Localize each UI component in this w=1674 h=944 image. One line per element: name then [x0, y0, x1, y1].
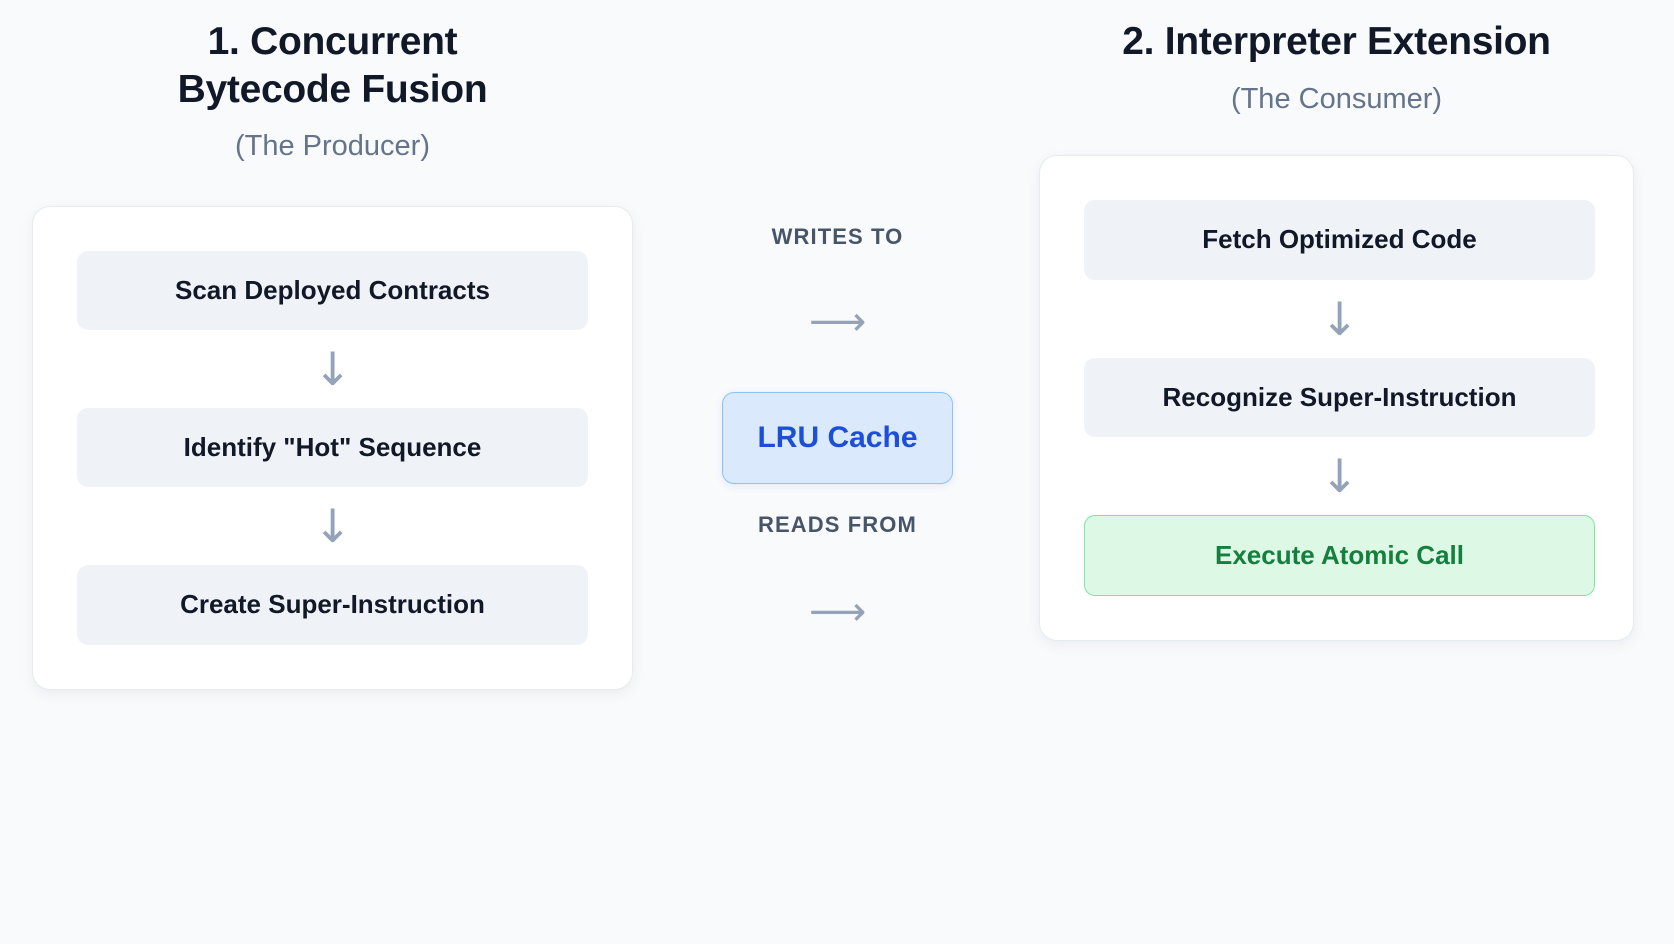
producer-heading: 1. Concurrent Bytecode Fusion	[177, 20, 488, 111]
producer-subtitle: (The Producer)	[234, 130, 430, 163]
consumer-step-3-execute: Execute Atomic Call	[1084, 514, 1595, 596]
down-arrow-icon: ↓	[1320, 291, 1359, 346]
right-arrow-icon: ⟶	[808, 299, 867, 345]
down-arrow-icon: ↓	[1320, 448, 1359, 503]
consumer-subtitle: (The Consumer)	[1230, 82, 1443, 115]
producer-step-3: Create Super-Instruction	[77, 565, 588, 645]
lru-cache-node: LRU Cache	[722, 392, 953, 484]
producer-step-1: Scan Deployed Contracts	[77, 250, 588, 331]
consumer-step-2: Recognize Super-Instruction	[1084, 357, 1595, 437]
consumer-heading: 2. Interpreter Extension	[1122, 20, 1551, 63]
reads-from-label: READS FROM	[758, 512, 917, 537]
consumer-card: Fetch Optimized Code ↓ Recognize Super-I…	[1039, 155, 1634, 641]
producer-card: Scan Deployed Contracts ↓ Identify "Hot"…	[32, 205, 633, 690]
right-arrow-icon: ⟶	[808, 589, 867, 635]
consumer-step-1: Fetch Optimized Code	[1084, 200, 1595, 280]
producer-column: 1. Concurrent Bytecode Fusion (The Produ…	[0, 0, 665, 690]
down-arrow-icon: ↓	[313, 342, 352, 397]
down-arrow-icon: ↓	[313, 499, 352, 554]
cache-bridge-column: WRITES TO ⟶ LRU Cache READS FROM ⟶	[665, 0, 1010, 632]
consumer-column: 2. Interpreter Extension (The Consumer) …	[1010, 0, 1674, 641]
writes-to-label: WRITES TO	[771, 224, 904, 249]
cache-bridge-stack: WRITES TO ⟶ LRU Cache READS FROM ⟶	[722, 224, 953, 635]
producer-step-2: Identify "Hot" Sequence	[77, 408, 588, 488]
